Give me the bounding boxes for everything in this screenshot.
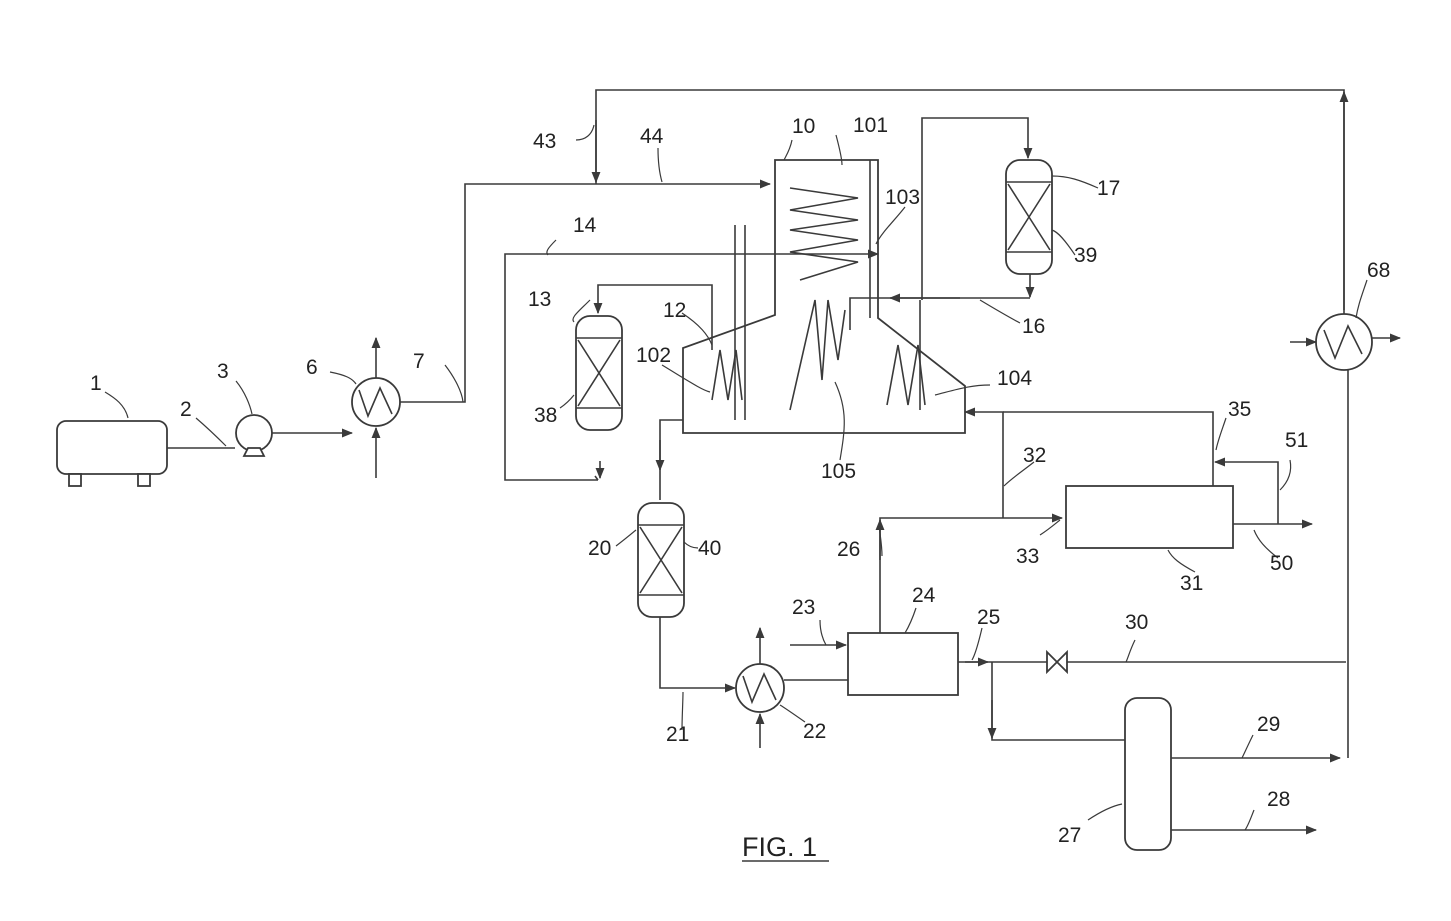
line-26-33 [880, 518, 1062, 633]
label-39: 39 [1074, 244, 1097, 267]
label-3: 3 [217, 360, 229, 383]
label-17: 17 [1097, 177, 1120, 200]
label-12: 12 [663, 299, 686, 322]
unit-31 [1066, 486, 1233, 548]
label-6: 6 [306, 356, 318, 379]
label-25: 25 [977, 606, 1000, 629]
label-68: 68 [1367, 259, 1390, 282]
vessel-20 [638, 503, 684, 617]
label-105: 105 [821, 460, 856, 483]
label-21: 21 [666, 723, 689, 746]
label-44: 44 [640, 125, 664, 148]
label-23: 23 [792, 596, 815, 619]
heat-exchanger-6 [352, 338, 400, 478]
label-10: 10 [792, 115, 815, 138]
feed-tank-1 [57, 421, 167, 486]
valve [1047, 652, 1067, 672]
label-7: 7 [413, 350, 425, 373]
label-38: 38 [534, 404, 557, 427]
labels: 1 2 3 6 7 10 12 13 14 16 17 20 21 22 23 … [90, 114, 1390, 847]
pump-3 [236, 415, 272, 456]
line-to-27 [992, 662, 1125, 740]
label-104: 104 [997, 367, 1032, 390]
label-1: 1 [90, 372, 102, 395]
label-40: 40 [698, 537, 721, 560]
label-33: 33 [1016, 545, 1039, 568]
label-13: 13 [528, 288, 551, 311]
separator-24 [848, 633, 958, 695]
label-51: 51 [1285, 429, 1308, 452]
heat-exchanger-68 [1290, 314, 1400, 370]
label-103: 103 [885, 186, 920, 209]
vessel-17 [1006, 160, 1052, 274]
column-27 [1125, 698, 1171, 850]
label-27: 27 [1058, 824, 1081, 847]
reactor-outlet-line [660, 420, 683, 500]
leader-lines [105, 125, 1367, 830]
label-29: 29 [1257, 713, 1280, 736]
heat-exchanger-22 [736, 628, 784, 748]
label-2: 2 [180, 398, 192, 421]
label-31: 31 [1180, 572, 1203, 595]
label-14: 14 [573, 214, 597, 237]
label-32: 32 [1023, 444, 1046, 467]
line-32 [965, 412, 1003, 518]
line-21 [660, 617, 735, 688]
label-101: 101 [853, 114, 888, 137]
label-16: 16 [1022, 315, 1045, 338]
figure-caption: FIG. 1 [742, 832, 817, 862]
label-102: 102 [636, 344, 671, 367]
label-30: 30 [1125, 611, 1148, 634]
label-24: 24 [912, 584, 936, 607]
vessel-13 [576, 316, 622, 430]
label-35: 35 [1228, 398, 1251, 421]
label-26: 26 [837, 538, 860, 561]
label-22: 22 [803, 720, 826, 743]
label-50: 50 [1270, 552, 1293, 575]
label-28: 28 [1267, 788, 1290, 811]
label-43: 43 [533, 130, 556, 153]
label-20: 20 [588, 537, 611, 560]
